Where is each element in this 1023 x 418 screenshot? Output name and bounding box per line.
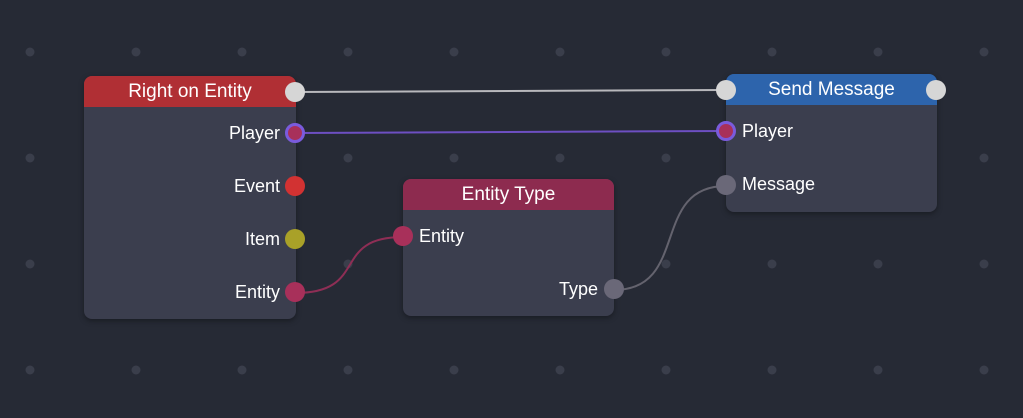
- player-output-pin[interactable]: [285, 123, 305, 143]
- message-input-pin[interactable]: [716, 175, 736, 195]
- grid-dot: [979, 365, 989, 375]
- node-entity-type[interactable]: Entity Type Entity Type: [403, 179, 614, 316]
- grid-dot: [873, 259, 883, 269]
- grid-dot: [661, 153, 671, 163]
- exec-connection-wire[interactable]: [294, 89, 727, 93]
- pin-label-event: Event: [233, 176, 280, 196]
- message-connection-wire[interactable]: [613, 185, 727, 291]
- entity-input-pin[interactable]: [393, 226, 413, 246]
- grid-dot: [661, 259, 671, 269]
- node-send-message[interactable]: Send Message Player Message: [726, 74, 937, 212]
- node-header[interactable]: Send Message: [726, 74, 937, 105]
- grid-dot: [767, 259, 777, 269]
- grid-dot: [131, 365, 141, 375]
- node-header[interactable]: Right on Entity: [84, 76, 296, 107]
- event-output-pin[interactable]: [285, 176, 305, 196]
- entity-connection-wire[interactable]: [294, 236, 404, 294]
- grid-dot: [767, 365, 777, 375]
- grid-dot: [25, 365, 35, 375]
- grid-dot: [873, 365, 883, 375]
- grid-dot: [343, 47, 353, 57]
- player-connection-wire[interactable]: [294, 130, 727, 134]
- grid-dot: [25, 153, 35, 163]
- grid-dot: [343, 153, 353, 163]
- grid-dot: [555, 153, 565, 163]
- node-header[interactable]: Entity Type: [403, 179, 614, 210]
- node-right-on-entity[interactable]: Right on Entity Player Event Item Entity: [84, 76, 296, 319]
- exec-input-pin[interactable]: [716, 80, 736, 100]
- grid-dot: [661, 47, 671, 57]
- grid-dot: [131, 47, 141, 57]
- grid-dot: [555, 365, 565, 375]
- grid-dot: [343, 259, 353, 269]
- grid-dot: [237, 365, 247, 375]
- grid-dot: [449, 153, 459, 163]
- player-input-pin[interactable]: [716, 121, 736, 141]
- exec-output-pin[interactable]: [285, 82, 305, 102]
- exec-output-pin[interactable]: [926, 80, 946, 100]
- grid-dot: [449, 47, 459, 57]
- grid-dot: [25, 259, 35, 269]
- grid-dot: [873, 47, 883, 57]
- pin-label-type: Type: [558, 279, 598, 299]
- grid-dot: [767, 47, 777, 57]
- item-output-pin[interactable]: [285, 229, 305, 249]
- type-output-pin[interactable]: [604, 279, 624, 299]
- pin-label-message: Message: [742, 174, 816, 194]
- grid-dot: [979, 47, 989, 57]
- pin-label-item: Item: [244, 229, 280, 249]
- grid-dot: [661, 365, 671, 375]
- grid-dot: [979, 259, 989, 269]
- pin-label-entity: Entity: [234, 282, 280, 302]
- grid-dot: [979, 153, 989, 163]
- grid-dot: [449, 365, 459, 375]
- grid-dot: [555, 47, 565, 57]
- entity-output-pin[interactable]: [285, 282, 305, 302]
- pin-label-player: Player: [228, 123, 280, 143]
- pin-label-entity: Entity: [419, 226, 465, 246]
- grid-dot: [343, 365, 353, 375]
- grid-dot: [237, 47, 247, 57]
- grid-dot: [25, 47, 35, 57]
- pin-label-player: Player: [742, 121, 794, 141]
